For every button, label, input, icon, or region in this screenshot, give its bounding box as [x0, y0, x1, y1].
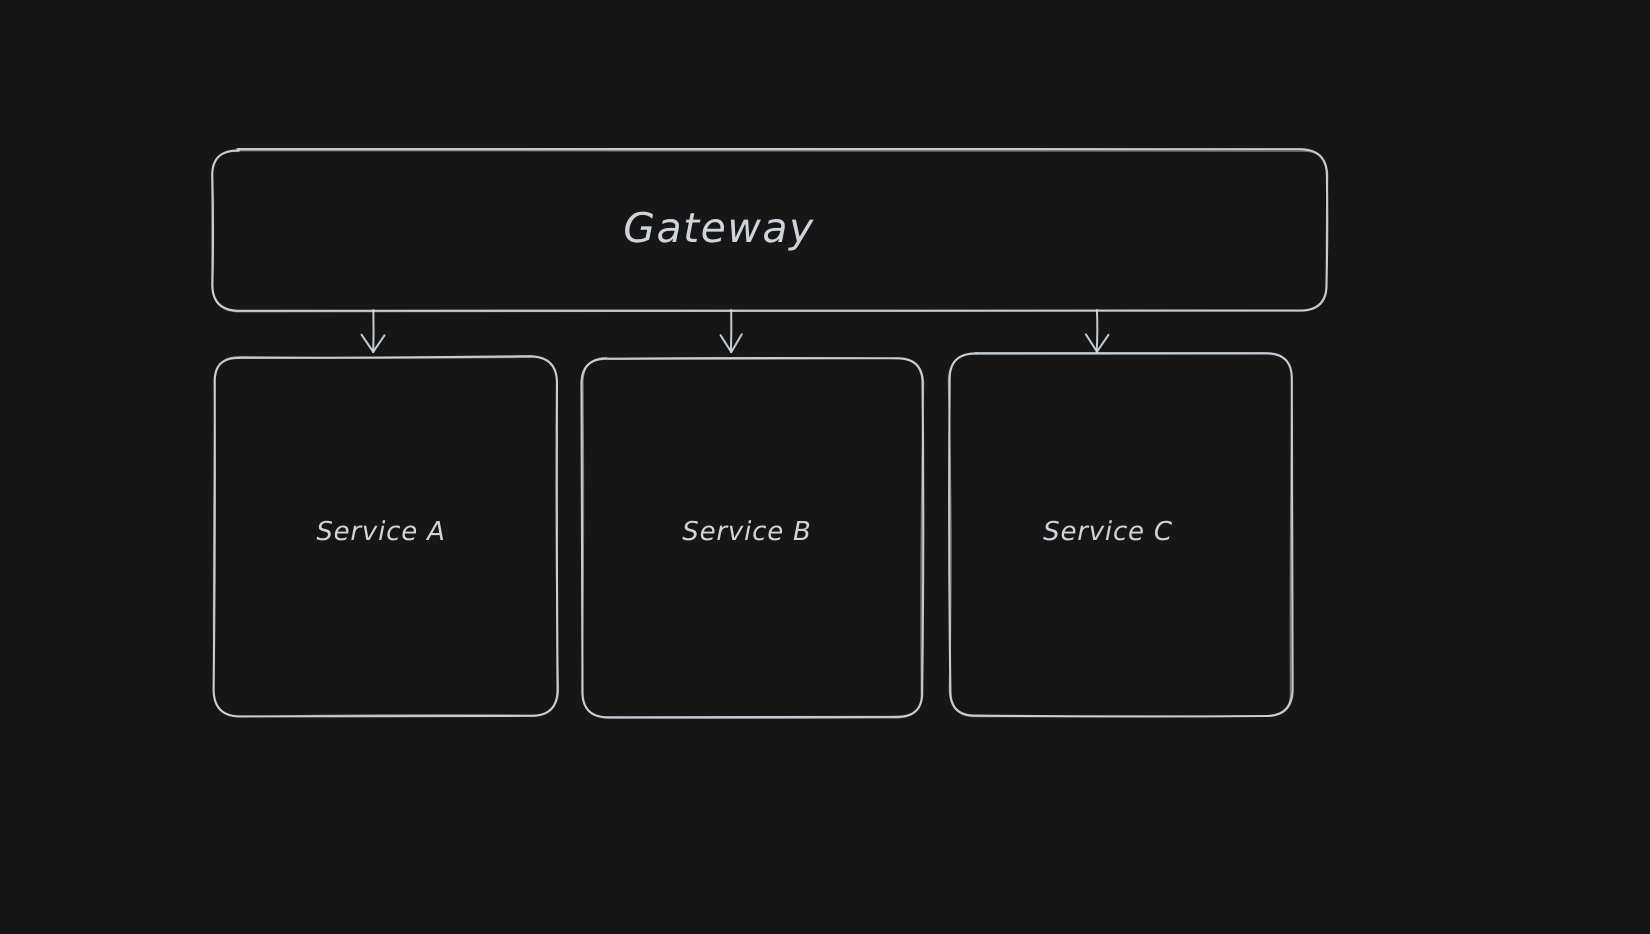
node-shape-service-a[interactable]	[212, 355, 560, 718]
node-shape-gateway[interactable]	[211, 148, 1329, 313]
edge-gateway-service-a	[360, 309, 386, 353]
node-label-gateway: Gateway	[623, 204, 815, 252]
node-gateway[interactable]	[212, 150, 1327, 310]
node-shape-service-c[interactable]	[947, 351, 1294, 718]
edge-gateway-service-c	[1084, 309, 1110, 353]
node-service-a[interactable]	[214, 357, 557, 716]
node-service-b[interactable]	[582, 358, 923, 717]
edges-group	[360, 309, 1110, 353]
node-label-service-a: Service A	[316, 517, 446, 547]
shapes-group	[211, 148, 1329, 720]
node-label-service-c: Service C	[1043, 517, 1173, 547]
edge-gateway-service-b	[719, 309, 743, 353]
node-label-service-b: Service B	[682, 517, 812, 547]
node-service-c[interactable]	[950, 353, 1292, 716]
node-shape-service-b[interactable]	[580, 356, 925, 720]
